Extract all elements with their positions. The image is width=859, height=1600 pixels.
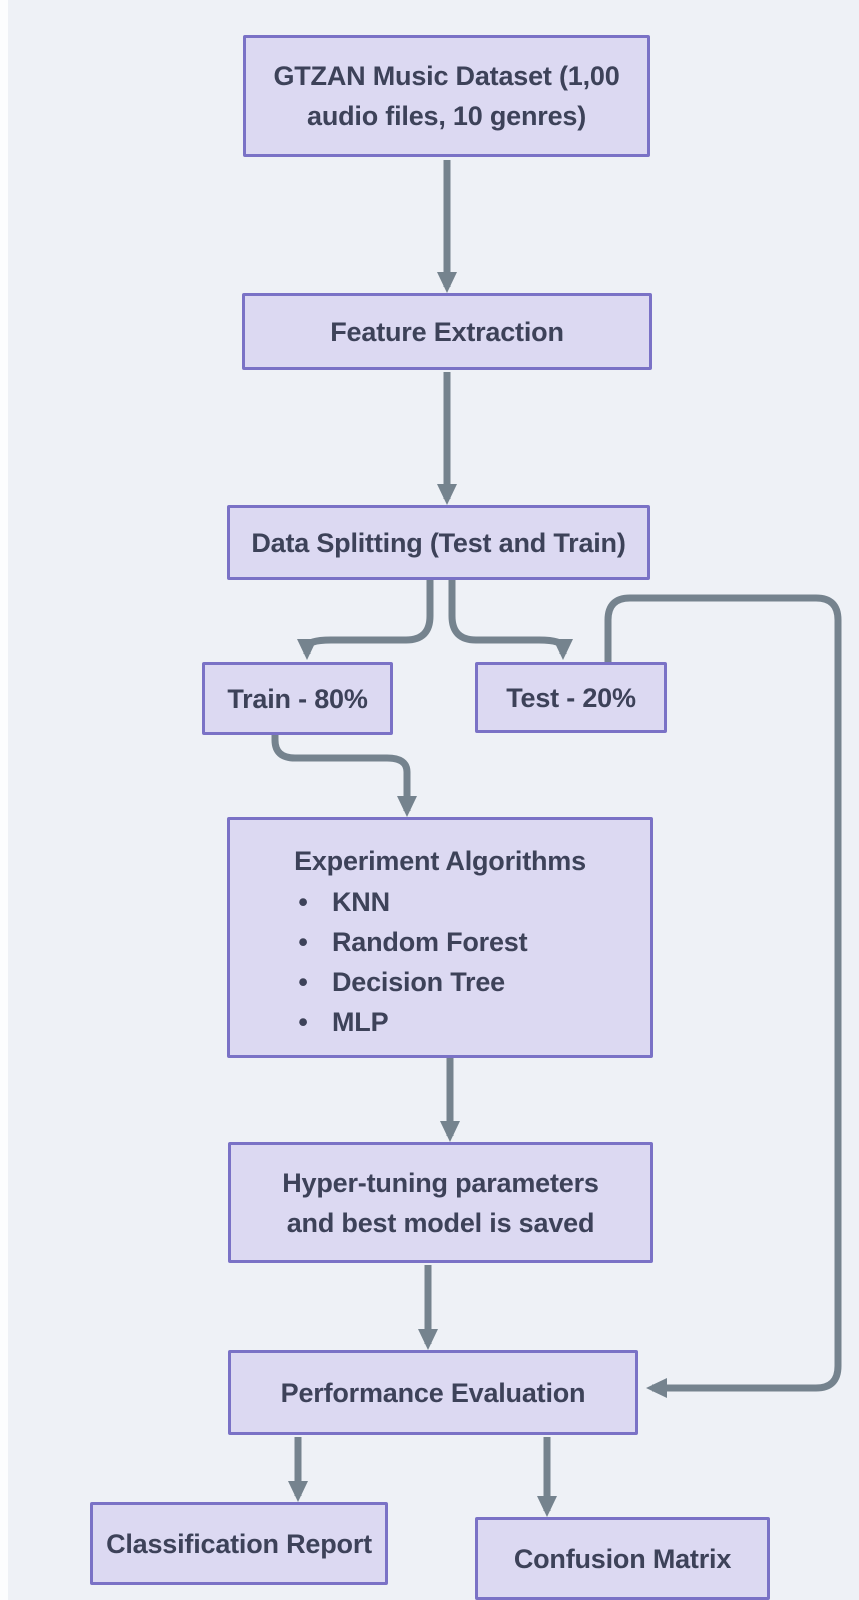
node-performance-evaluation: Performance Evaluation	[228, 1350, 638, 1435]
node-label-line: GTZAN Music Dataset (1,00	[273, 61, 620, 91]
node-test-20: Test - 20%	[475, 662, 667, 733]
node-label: Train - 80%	[227, 683, 368, 714]
list-item: • MLP	[230, 1002, 650, 1042]
node-classification-report: Classification Report	[90, 1502, 388, 1585]
list-item: • Random Forest	[230, 922, 650, 962]
list-item-label: Random Forest	[332, 927, 528, 957]
edge-split-to-test	[448, 580, 573, 660]
page-left-edge	[0, 0, 8, 1600]
node-hyper-tuning: Hyper-tuning parameters and best model i…	[228, 1142, 653, 1263]
list-item: • Decision Tree	[230, 962, 650, 1002]
node-label: Performance Evaluation	[280, 1377, 586, 1408]
node-label: Test - 20%	[506, 682, 636, 713]
edge-test-to-performance-loop	[604, 594, 842, 1398]
node-train-80: Train - 80%	[202, 662, 393, 735]
node-data-splitting: Data Splitting (Test and Train)	[227, 505, 650, 580]
node-confusion-matrix: Confusion Matrix	[475, 1517, 770, 1600]
list-item-label: KNN	[332, 887, 390, 917]
node-label-line: audio files, 10 genres)	[307, 101, 586, 131]
node-label: Data Splitting (Test and Train)	[251, 527, 626, 558]
node-label: Confusion Matrix	[513, 1543, 732, 1574]
bullet-icon: •	[298, 967, 308, 997]
list-item-label: Decision Tree	[332, 967, 505, 997]
node-gtzan-dataset: GTZAN Music Dataset (1,00 audio files, 1…	[243, 35, 650, 157]
bullet-icon: •	[298, 887, 308, 917]
bullet-icon: •	[298, 1007, 308, 1037]
node-label: Classification Report	[106, 1528, 372, 1559]
node-feature-extraction: Feature Extraction	[242, 293, 652, 370]
list-item: • KNN	[230, 882, 650, 922]
node-label: Feature Extraction	[330, 316, 564, 347]
node-title: Experiment Algorithms	[294, 846, 586, 876]
bullet-icon: •	[298, 927, 308, 957]
node-experiment-algorithms: Experiment Algorithms • KNN • Random For…	[227, 817, 653, 1058]
node-label-line: and best model is saved	[286, 1207, 595, 1238]
edge-split-to-train	[297, 580, 434, 660]
edge-train-to-experiment	[271, 735, 417, 817]
list-item-label: MLP	[332, 1007, 389, 1037]
algorithm-list: • KNN • Random Forest • Decision Tree • …	[230, 882, 650, 1042]
node-label-line: Hyper-tuning parameters	[282, 1167, 599, 1198]
